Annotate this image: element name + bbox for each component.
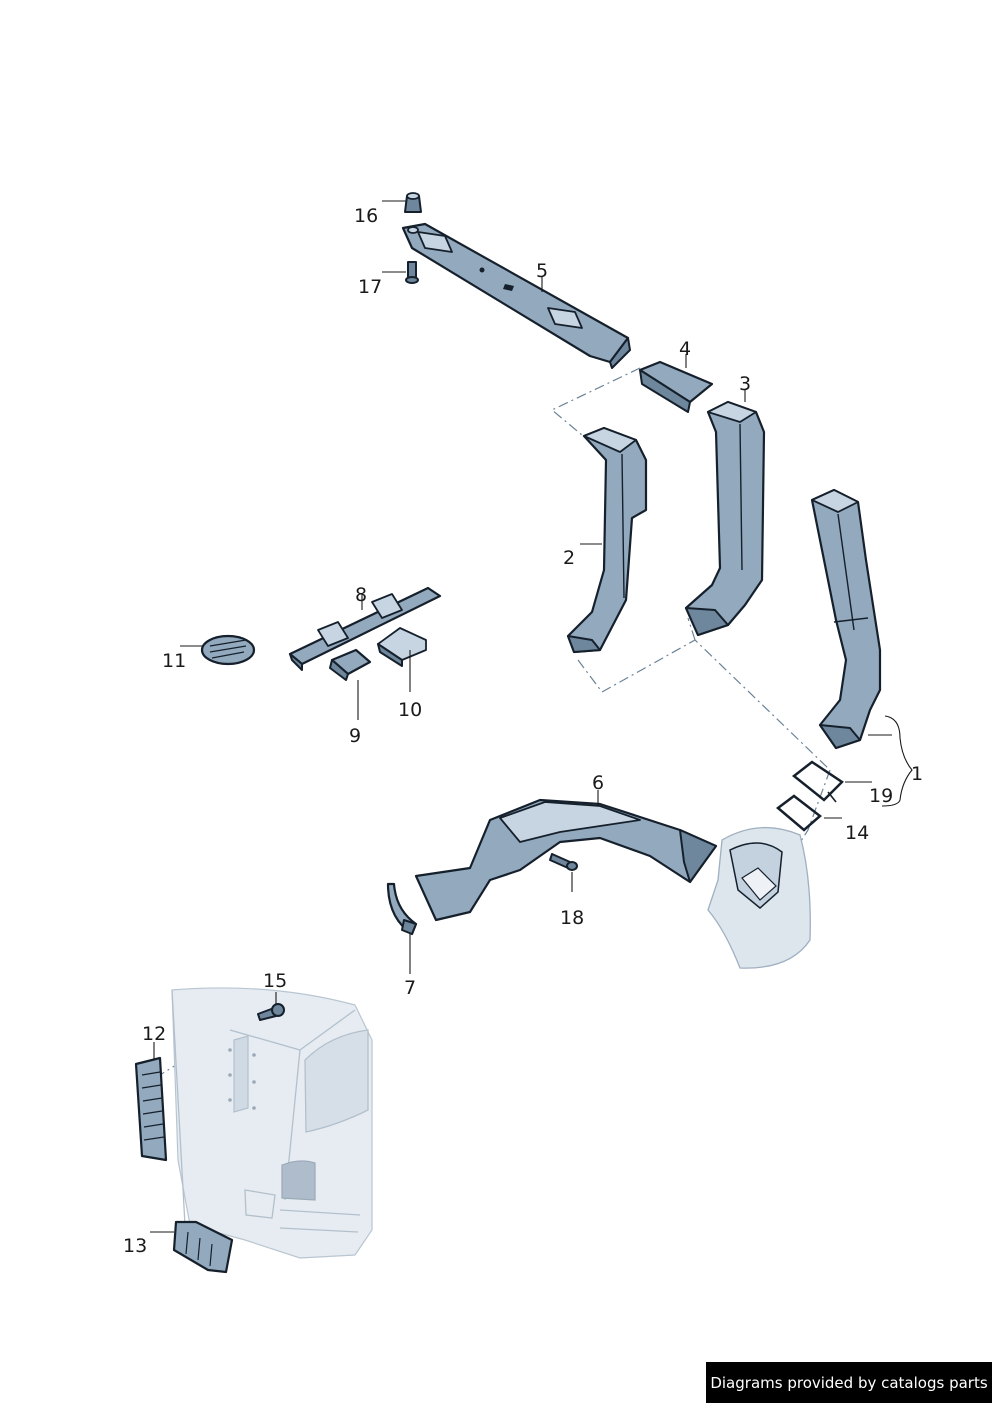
callout-14: 14: [845, 822, 870, 844]
callout-19: 19: [869, 785, 894, 807]
part-3-vertical-duct: [684, 400, 766, 637]
part-6-wheelarch-duct: [414, 798, 718, 922]
callout-4: 4: [679, 338, 692, 360]
callout-2: 2: [563, 547, 576, 569]
part-19-gasket: [791, 760, 844, 803]
part-14-gasket: [775, 794, 822, 832]
part-1-duct-assembly: [810, 488, 882, 750]
part-12-louvre-vent: [134, 1056, 168, 1162]
part-7-strip: [386, 882, 418, 936]
part-16-nut: [404, 192, 422, 213]
callout-7: 7: [404, 977, 417, 999]
callout-16: 16: [354, 205, 379, 227]
part-5-air-duct: [401, 222, 631, 369]
callout-6: 6: [592, 772, 605, 794]
vehicle-body: [171, 987, 373, 1259]
callout-11: 11: [162, 650, 187, 672]
credit-text: Diagrams provided by catalogs parts: [710, 1373, 988, 1392]
part-18-screw: [549, 853, 578, 871]
wheel-arch-context: [707, 826, 811, 969]
callout-8: 8: [355, 584, 368, 606]
callout-1: 1: [911, 763, 924, 785]
callout-12: 12: [142, 1023, 167, 1045]
callout-15: 15: [263, 970, 288, 992]
part-9-clip: [329, 648, 372, 681]
leader-lines: [150, 200, 913, 1233]
part-17-bolt: [405, 261, 419, 284]
part-10-holder: [377, 627, 427, 667]
callout-13: 13: [123, 1235, 148, 1257]
part-8-rail: [288, 586, 442, 671]
part-2-duct: [566, 426, 648, 654]
callout-17: 17: [358, 276, 383, 298]
callout-5: 5: [536, 260, 549, 282]
credit-banner: Diagrams provided by catalogs parts: [706, 1362, 992, 1403]
part-15-screw: [257, 1003, 285, 1021]
callout-10: 10: [398, 699, 423, 721]
callout-18: 18: [560, 907, 585, 929]
part-4-connector: [638, 360, 714, 413]
callout-9: 9: [349, 725, 362, 747]
callout-3: 3: [739, 373, 752, 395]
part-13-grille: [172, 1220, 234, 1274]
part-11-round-vent: [200, 634, 256, 666]
